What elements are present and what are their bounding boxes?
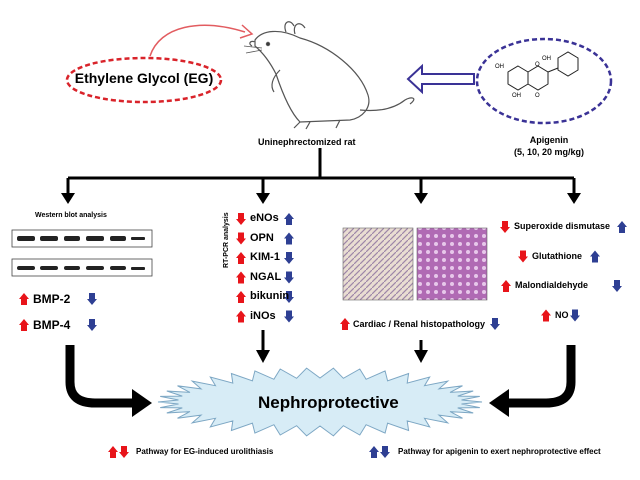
eg-ellipse — [65, 56, 223, 104]
oxidative-marker-label: Superoxide dismutase — [514, 221, 611, 231]
apigenin-arrow-icon — [284, 271, 294, 284]
apigenin-arrow-icon — [284, 252, 294, 264]
oxidative-marker-label: NO — [555, 309, 569, 320]
outcome-arrowheads — [256, 350, 428, 363]
regulation-arrows — [19, 213, 627, 458]
gene-label: KIM-1 — [250, 251, 280, 263]
renal-histology-image — [416, 227, 488, 301]
eg-arrow-icon — [19, 293, 29, 305]
tree-arrowheads — [61, 193, 581, 204]
eg-arrow-icon — [236, 291, 246, 303]
right-curved-arrowhead — [489, 389, 509, 417]
outcome-label: Nephroprotective — [258, 393, 399, 412]
left-curved-arrow — [65, 345, 135, 408]
apigenin-arrow-icon — [284, 291, 294, 303]
apigenin-arrow-icon — [284, 213, 294, 225]
apigenin-arrow-icon — [590, 250, 600, 263]
eg-arrow-icon — [501, 280, 511, 292]
apigenin-arrow-icon — [490, 318, 500, 330]
eg-arrow-icon — [236, 271, 246, 284]
legend-eg-up-icon — [108, 446, 118, 458]
bmp-label: BMP-2 — [33, 292, 71, 306]
oxidative-marker-label: Glutathione — [532, 250, 582, 261]
oxidative-marker-label: Malondialdehyde — [515, 280, 589, 290]
eg-to-rat-arrow — [149, 24, 246, 57]
apigenin-arrow-icon — [612, 280, 622, 292]
gene-label: bikunin — [250, 290, 290, 302]
histopathology-label: Cardiac / Renal histopathology — [353, 319, 486, 329]
legend-api-down-icon — [380, 446, 390, 458]
apigenin-ellipse — [475, 37, 613, 125]
legend-eg-down-icon — [119, 446, 129, 458]
eg-arrow-icon — [236, 252, 246, 264]
outcome-arrows — [261, 330, 423, 352]
eg-arrow-icon — [518, 250, 528, 263]
western-blot-1 — [11, 229, 153, 248]
bmp-label: BMP-4 — [33, 318, 71, 332]
eg-arrow-icon — [236, 232, 246, 245]
right-curved-arrow — [506, 345, 576, 408]
legend-eg-text: Pathway for EG-induced urolithiasis — [136, 447, 274, 456]
legend-api-text: Pathway for apigenin to exert nephroprot… — [398, 447, 601, 456]
eg-arrow-icon — [541, 309, 551, 322]
apigenin-arrow-icon — [87, 319, 97, 331]
eg-arrow-icon — [19, 319, 29, 331]
eg-label: Ethylene Glycol (EG) — [74, 70, 214, 86]
apigenin-arrow-icon — [570, 309, 580, 322]
apigenin-oh-label: OH — [542, 56, 551, 62]
legend-api-up-icon — [369, 446, 379, 458]
eg-arrow-icon — [236, 310, 246, 323]
apigenin-o-label: O — [535, 62, 540, 68]
rtpcr-label: RT-PCR analysis — [223, 212, 230, 268]
apigenin-dose: (5, 10, 20 mg/kg) — [513, 147, 585, 157]
apigenin-oh-label: OH — [495, 64, 504, 70]
gene-label: iNOs — [250, 309, 276, 322]
rat-illustration — [243, 21, 415, 130]
gene-label: NGAL — [250, 270, 282, 283]
apigenin-structure — [507, 51, 579, 91]
western-blot-2 — [11, 258, 153, 277]
apigenin-arrow-icon — [284, 310, 294, 323]
tree-connectors — [66, 148, 576, 196]
eg-arrow-icon — [340, 318, 350, 330]
gene-label: OPN — [250, 231, 274, 244]
apigenin-o-label: O — [535, 93, 540, 99]
eg-arrow-icon — [236, 213, 246, 225]
eg-arrow-icon — [500, 221, 510, 233]
rat-label: Uninephrectomized rat — [258, 137, 356, 147]
nephroprotective-burst — [157, 367, 483, 437]
apigenin-arrow-icon — [617, 221, 627, 233]
apigenin-to-rat-arrow — [406, 63, 475, 95]
apigenin-arrow-icon — [284, 232, 294, 245]
blot-bands — [17, 236, 145, 270]
eg-to-rat-arrowhead — [239, 24, 254, 39]
cardiac-histology-image — [342, 227, 414, 301]
apigenin-oh-label: OH — [512, 93, 521, 99]
apigenin-arrow-icon — [87, 293, 97, 305]
apigenin-name: Apigenin — [529, 135, 569, 145]
gene-label: eNOs — [250, 212, 279, 224]
western-blot-title: Western blot analysis — [35, 212, 107, 219]
left-curved-arrowhead — [132, 389, 152, 417]
